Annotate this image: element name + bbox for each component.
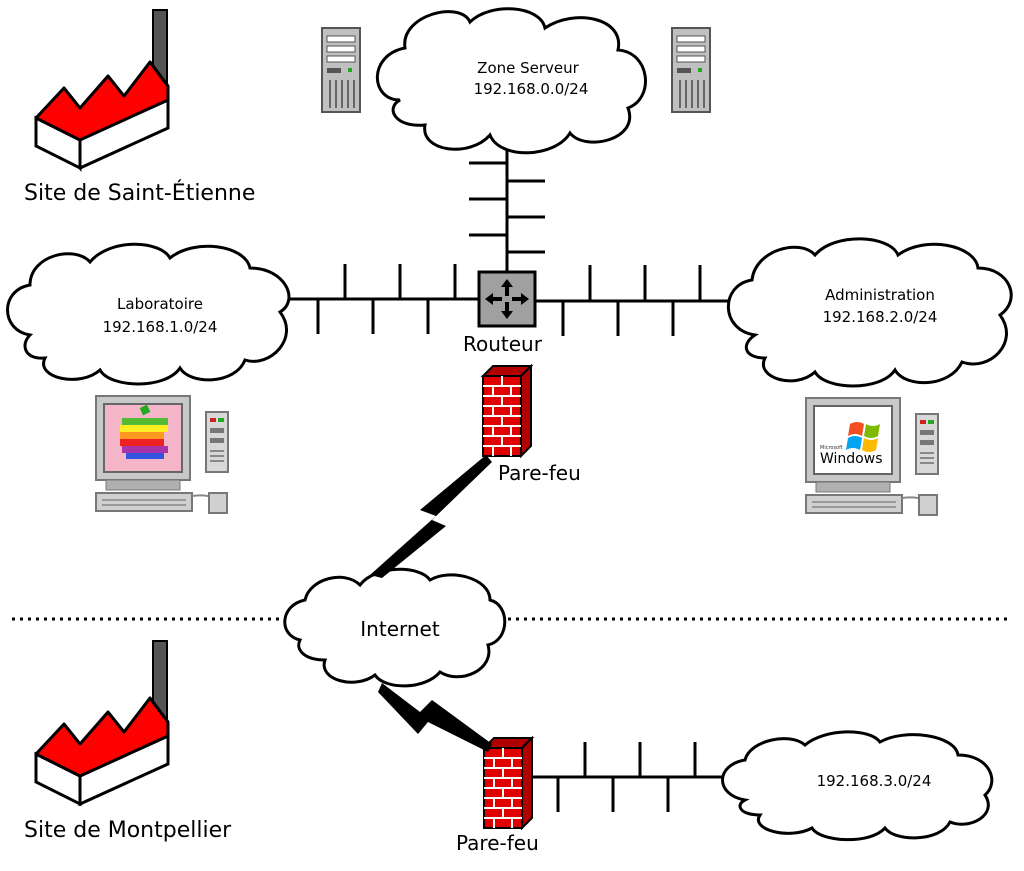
cloud-administration: Administration 192.168.2.0/24 [726, 237, 1013, 388]
cloud-server-zone-name: Zone Serveur [477, 59, 579, 77]
cloud-laboratory-subnet: 192.168.1.0/24 [103, 318, 218, 336]
firewall-brick-icon [480, 363, 534, 459]
wan-link-lightning-icon [370, 455, 492, 578]
bus-administration [535, 265, 728, 336]
factory-icon [34, 640, 170, 807]
firewall-top-label: Pare-feu [498, 461, 581, 485]
server-tower-icon [671, 27, 711, 113]
wan-link-lightning-icon [378, 683, 492, 752]
cloud-internet-label: Internet [360, 617, 440, 641]
firewall-bottom-label: Pare-feu [456, 831, 539, 855]
cloud-montpellier-lan: 192.168.3.0/24 [721, 730, 994, 842]
windows-computer-icon: Microsoft Windows [805, 397, 939, 516]
cloud-server-zone: Zone Serveur 192.168.0.0/24 [375, 7, 647, 155]
bus-laboratory [290, 264, 479, 334]
cloud-server-zone-subnet: 192.168.0.0/24 [474, 80, 589, 98]
cloud-laboratory-name: Laboratoire [117, 295, 203, 313]
cloud-administration-name: Administration [825, 286, 935, 304]
site-saint-etienne-label: Site de Saint-Étienne [24, 180, 255, 206]
router-icon [477, 270, 537, 328]
factory-icon [34, 9, 170, 172]
cloud-administration-subnet: 192.168.2.0/24 [823, 308, 938, 326]
router-label: Routeur [463, 332, 543, 356]
firewall-brick-icon [481, 735, 535, 831]
cloud-montpellier-lan-subnet: 192.168.3.0/24 [817, 772, 932, 790]
bus-montpellier [530, 742, 722, 812]
windows-logo-small-text: Microsoft [820, 445, 843, 451]
cloud-laboratory: Laboratoire 192.168.1.0/24 [6, 242, 291, 386]
apple-computer-icon [95, 395, 229, 514]
windows-logo-text: Windows [820, 451, 883, 467]
bus-server-zone [469, 140, 545, 272]
site-montpellier-label: Site de Montpellier [24, 818, 232, 843]
server-tower-icon [321, 27, 361, 113]
cloud-internet: Internet [283, 567, 507, 688]
